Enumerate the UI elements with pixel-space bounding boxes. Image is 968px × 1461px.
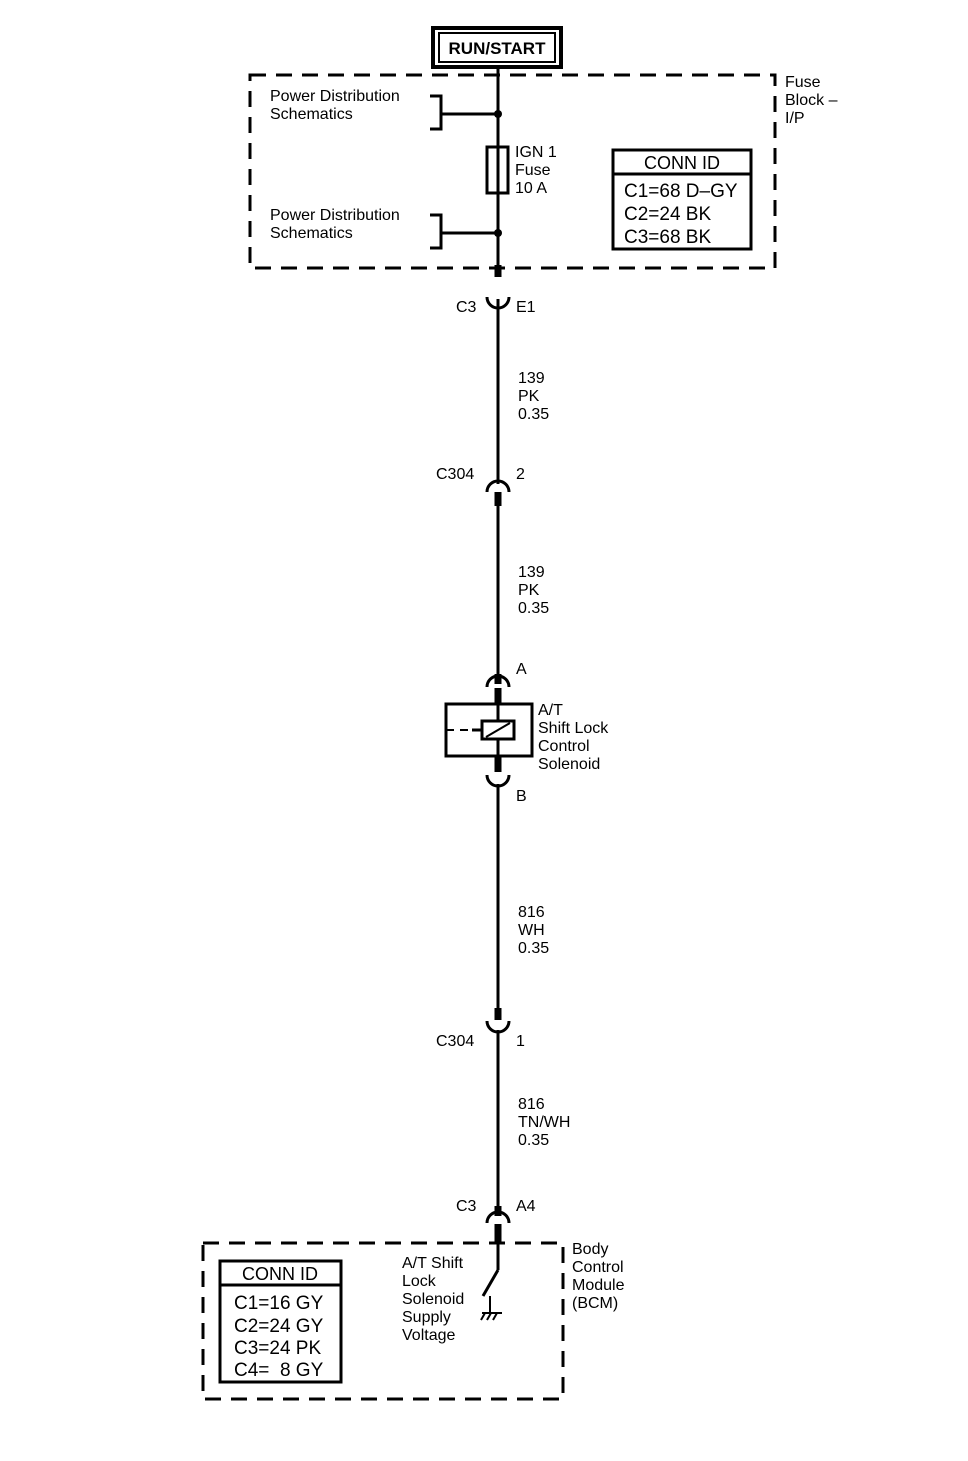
power-distribution-ref-top: Power Distribution Schematics xyxy=(270,88,502,131)
bcm-supply-switch: A/T Shift Lock Solenoid Supply Voltage xyxy=(402,1255,502,1344)
svg-text:Solenoid: Solenoid xyxy=(538,756,600,773)
svg-text:A4: A4 xyxy=(516,1198,536,1215)
svg-text:Power Distribution: Power Distribution xyxy=(270,207,400,224)
solenoid-pin-a: A xyxy=(485,661,527,688)
svg-text:2: 2 xyxy=(516,466,525,483)
conn-id-row: C2=24 BK xyxy=(624,204,711,225)
run-start-source: RUN/START xyxy=(431,26,563,69)
svg-text:Schematics: Schematics xyxy=(270,106,353,123)
svg-text:PK: PK xyxy=(518,582,540,599)
svg-text:A/T: A/T xyxy=(538,702,563,719)
connector-c304-pin-2: C304 2 xyxy=(436,466,525,493)
svg-text:Lock: Lock xyxy=(402,1273,437,1290)
connector-c3-e1: C3 E1 xyxy=(456,296,536,316)
svg-text:C304: C304 xyxy=(436,1033,474,1050)
shift-lock-solenoid: A/T Shift Lock Control Solenoid xyxy=(444,702,609,773)
connector-c3-a4: C3 A4 xyxy=(456,1198,536,1224)
svg-text:1: 1 xyxy=(516,1033,525,1050)
svg-text:Body: Body xyxy=(572,1241,608,1258)
wire-label: 816 WH 0.35 xyxy=(518,904,549,957)
conn-id-row: C4= 8 GY xyxy=(234,1360,324,1381)
svg-text:C3: C3 xyxy=(456,299,477,316)
svg-text:Module: Module xyxy=(572,1277,625,1294)
svg-text:Control: Control xyxy=(572,1259,624,1276)
svg-text:I/P: I/P xyxy=(785,110,805,127)
svg-text:0.35: 0.35 xyxy=(518,940,549,957)
wire-label: 816 TN/WH 0.35 xyxy=(518,1096,570,1149)
svg-text:E1: E1 xyxy=(516,299,536,316)
svg-text:TN/WH: TN/WH xyxy=(518,1114,570,1131)
svg-text:A/T Shift: A/T Shift xyxy=(402,1255,464,1272)
conn-id-title: CONN ID xyxy=(644,153,720,173)
connector-c304-pin-1: C304 1 xyxy=(436,1020,525,1050)
ign1-fuse: IGN 1 Fuse 10 A xyxy=(485,144,557,197)
solenoid-pin-b: B xyxy=(485,774,527,805)
svg-text:Fuse: Fuse xyxy=(515,162,551,179)
svg-text:139: 139 xyxy=(518,564,545,581)
svg-text:Power Distribution: Power Distribution xyxy=(270,88,400,105)
svg-text:Fuse: Fuse xyxy=(785,74,821,91)
svg-text:Shift Lock: Shift Lock xyxy=(538,720,609,737)
svg-text:A: A xyxy=(516,661,527,678)
splice-dot xyxy=(494,110,502,118)
ground-icon xyxy=(480,1312,502,1321)
svg-text:C3: C3 xyxy=(456,1198,477,1215)
bcm-name: Body Control Module (BCM) xyxy=(572,1241,625,1312)
conn-id-row: C3=24 PK xyxy=(234,1338,321,1359)
svg-text:PK: PK xyxy=(518,388,540,405)
svg-text:Block –: Block – xyxy=(785,92,838,109)
svg-text:Schematics: Schematics xyxy=(270,225,353,242)
svg-text:(BCM): (BCM) xyxy=(572,1295,618,1312)
svg-text:C304: C304 xyxy=(436,466,474,483)
svg-text:816: 816 xyxy=(518,1096,545,1113)
svg-text:B: B xyxy=(516,788,527,805)
fuse-block-name: Fuse Block – I/P xyxy=(785,74,838,127)
svg-text:Supply: Supply xyxy=(402,1309,451,1326)
wire-label: 139 PK 0.35 xyxy=(518,370,549,423)
svg-text:10 A: 10 A xyxy=(515,180,547,197)
power-distribution-ref-bottom: Power Distribution Schematics xyxy=(270,207,502,250)
conn-id-row: C2=24 GY xyxy=(234,1316,324,1337)
bcm-conn-id-table: CONN ID C1=16 GY C2=24 GY C3=24 PK C4= 8… xyxy=(218,1259,343,1384)
svg-text:0.35: 0.35 xyxy=(518,406,549,423)
conn-id-row: C1=16 GY xyxy=(234,1293,324,1314)
conn-id-row: C1=68 D–GY xyxy=(624,181,738,202)
svg-text:139: 139 xyxy=(518,370,545,387)
svg-text:Voltage: Voltage xyxy=(402,1327,455,1344)
svg-text:0.35: 0.35 xyxy=(518,1132,549,1149)
svg-text:WH: WH xyxy=(518,922,545,939)
conn-id-title: CONN ID xyxy=(242,1264,318,1284)
svg-text:Solenoid: Solenoid xyxy=(402,1291,464,1308)
conn-id-row: C3=68 BK xyxy=(624,227,711,248)
svg-text:816: 816 xyxy=(518,904,545,921)
wire-label: 139 PK 0.35 xyxy=(518,564,549,617)
splice-dot xyxy=(494,229,502,237)
source-label: RUN/START xyxy=(449,39,547,58)
svg-text:0.35: 0.35 xyxy=(518,600,549,617)
svg-text:IGN 1: IGN 1 xyxy=(515,144,557,161)
svg-text:Control: Control xyxy=(538,738,590,755)
fuse-block-conn-id-table: CONN ID C1=68 D–GY C2=24 BK C3=68 BK xyxy=(611,148,753,251)
fuse-block-outline xyxy=(248,73,777,270)
